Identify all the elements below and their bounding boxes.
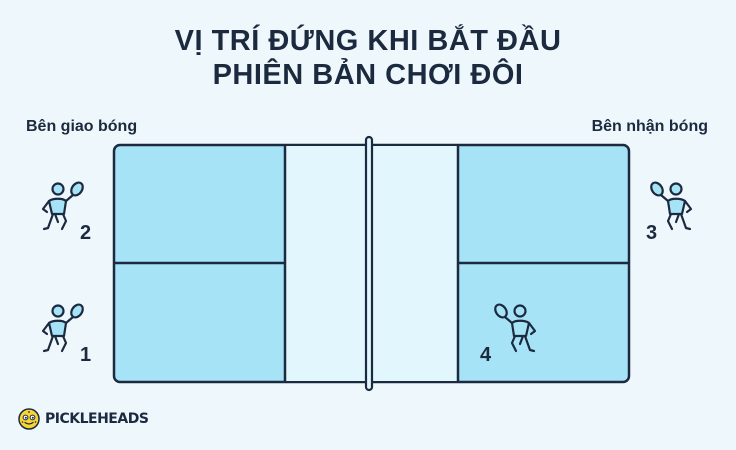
player-number-4: 4 <box>480 344 492 366</box>
receiving-side-label: Bên nhận bóng <box>591 118 708 135</box>
serving-side-label: Bên giao bóng <box>26 118 138 135</box>
net <box>364 135 374 392</box>
player-1-icon <box>41 301 87 353</box>
title-line-2: PHIÊN BẢN CHƠI ĐÔI <box>212 59 524 91</box>
logo-text: PICKLEHEADS <box>45 411 149 427</box>
player-number-3: 3 <box>646 222 658 244</box>
pickleball-face-icon <box>18 408 40 430</box>
pickleheads-logo: PICKLEHEADS <box>18 408 149 430</box>
player-2-icon <box>41 179 87 231</box>
page-title: VỊ TRÍ ĐỨNG KHI BẮT ĐẦU PHIÊN BẢN CHƠI Đ… <box>0 24 736 92</box>
title-line-1: VỊ TRÍ ĐỨNG KHI BẮT ĐẦU <box>174 25 562 57</box>
player-number-2: 2 <box>80 222 92 244</box>
player-number-1: 1 <box>80 344 92 366</box>
